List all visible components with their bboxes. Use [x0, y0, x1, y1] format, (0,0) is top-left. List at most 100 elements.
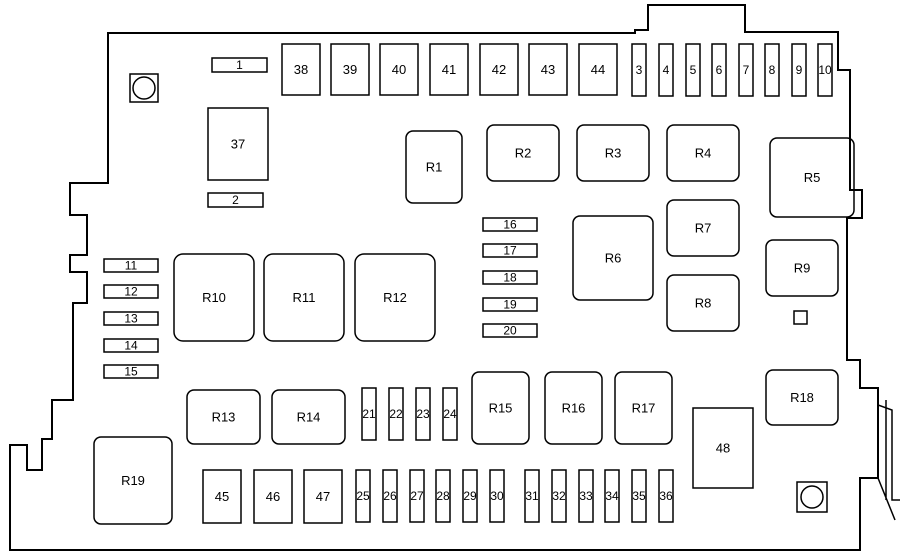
fuse-22-label: 22	[389, 407, 403, 421]
relay-r18: R18	[765, 369, 839, 426]
fuse-36: 36	[658, 469, 674, 523]
fuse-23: 23	[415, 387, 431, 441]
relay-r4-label: R4	[695, 146, 712, 161]
fuse-46-label: 46	[266, 489, 280, 504]
fuse-8-label: 8	[769, 63, 776, 77]
fuse-7-label: 7	[743, 63, 750, 77]
fuse-26: 26	[382, 469, 398, 523]
fuse-15-label: 15	[124, 365, 138, 379]
fuse-1-label: 1	[236, 58, 243, 72]
fuse-20: 20	[482, 323, 538, 338]
relay-r18-label: R18	[790, 390, 814, 405]
fuse-42: 42	[479, 43, 519, 96]
fuse-35: 35	[631, 469, 647, 523]
fuse-22: 22	[388, 387, 404, 441]
fuse-26-label: 26	[383, 489, 397, 503]
fuse-43-label: 43	[541, 62, 555, 77]
fuse-10: 10	[817, 43, 833, 97]
fuse-1: 1	[211, 57, 268, 73]
relay-r16: R16	[544, 371, 603, 445]
relay-r3-label: R3	[605, 146, 622, 161]
relay-r5: R5	[769, 137, 855, 218]
fuse-11-label: 11	[125, 259, 138, 273]
side-connector	[877, 388, 900, 521]
fuse-24: 24	[442, 387, 458, 441]
relay-r1-label: R1	[426, 160, 443, 175]
fuse-29-label: 29	[463, 489, 477, 503]
fuse-33: 33	[578, 469, 594, 523]
fuse-5: 5	[685, 43, 701, 97]
relay-r14-label: R14	[297, 410, 321, 425]
relay-r3: R3	[576, 124, 650, 182]
fuse-19-label: 19	[503, 298, 517, 312]
relay-r7-label: R7	[695, 221, 712, 236]
fuse-38: 38	[281, 43, 321, 96]
fuse-45: 45	[202, 469, 242, 524]
fuse-18-label: 18	[503, 271, 517, 285]
fuse-4: 4	[658, 43, 674, 97]
fuse-39: 39	[330, 43, 370, 96]
fuse-11: 11	[103, 258, 159, 273]
relay-r12-label: R12	[383, 290, 407, 305]
fuse-3: 3	[631, 43, 647, 97]
relay-r4: R4	[666, 124, 740, 182]
fuse-35-label: 35	[632, 489, 646, 503]
relay-r11: R11	[263, 253, 345, 342]
fuse-16-label: 16	[503, 218, 517, 232]
fuse-9: 9	[791, 43, 807, 97]
relay-r17: R17	[614, 371, 673, 445]
fuse-25-label: 25	[356, 489, 370, 503]
relay-r7: R7	[666, 199, 740, 257]
relay-r9: R9	[765, 239, 839, 297]
fuse-42-label: 42	[492, 62, 506, 77]
relay-r15-label: R15	[489, 401, 513, 416]
fuse-13-label: 13	[124, 312, 138, 326]
fuse-36-label: 36	[659, 489, 673, 503]
relay-r14: R14	[271, 389, 346, 445]
fuse-23-label: 23	[416, 407, 430, 421]
fuse-48: 48	[692, 407, 754, 489]
fuse-21: 21	[361, 387, 377, 441]
fuse-32-label: 32	[552, 489, 566, 503]
fuse-17-label: 17	[503, 244, 517, 258]
relay-r19: R19	[93, 436, 173, 525]
relay-r2-label: R2	[515, 146, 532, 161]
fuse-28-label: 28	[436, 489, 450, 503]
mounting-hole-top-left	[129, 73, 159, 103]
relay-r9-label: R9	[794, 261, 811, 276]
fuse-4-label: 4	[663, 63, 670, 77]
fuse-34: 34	[604, 469, 620, 523]
fuse-24-label: 24	[443, 407, 457, 421]
relay-r8-label: R8	[695, 296, 712, 311]
relay-r10: R10	[173, 253, 255, 342]
fuse-16: 16	[482, 217, 538, 232]
fuse-14-label: 14	[124, 339, 138, 353]
fuse-48-label: 48	[716, 441, 730, 456]
relay-r10-label: R10	[202, 290, 226, 305]
relay-r8: R8	[666, 274, 740, 332]
relay-r17-label: R17	[632, 401, 656, 416]
fuse-40-label: 40	[392, 62, 406, 77]
fuse-38-label: 38	[294, 62, 308, 77]
fuse-19: 19	[482, 297, 538, 312]
fuse-21-label: 21	[362, 407, 376, 421]
fuse-43: 43	[528, 43, 568, 96]
fuse-47-label: 47	[316, 489, 330, 504]
relay-r1: R1	[405, 130, 463, 204]
fuse-6: 6	[711, 43, 727, 97]
fuse-44-label: 44	[591, 62, 605, 77]
fuse-15: 15	[103, 364, 159, 379]
fuse-31: 31	[524, 469, 540, 523]
fuse-20-label: 20	[503, 324, 517, 338]
fuse-29: 29	[462, 469, 478, 523]
fuse-3-label: 3	[636, 63, 643, 77]
fuse-37-label: 37	[231, 137, 245, 152]
fuse-2-label: 2	[232, 193, 239, 207]
mounting-hole-bottom-right	[796, 481, 828, 513]
fuse-7: 7	[738, 43, 754, 97]
relay-r2: R2	[486, 124, 560, 182]
relay-r12: R12	[354, 253, 436, 342]
fuse-17: 17	[482, 243, 538, 258]
fuse-30-label: 30	[490, 489, 504, 503]
